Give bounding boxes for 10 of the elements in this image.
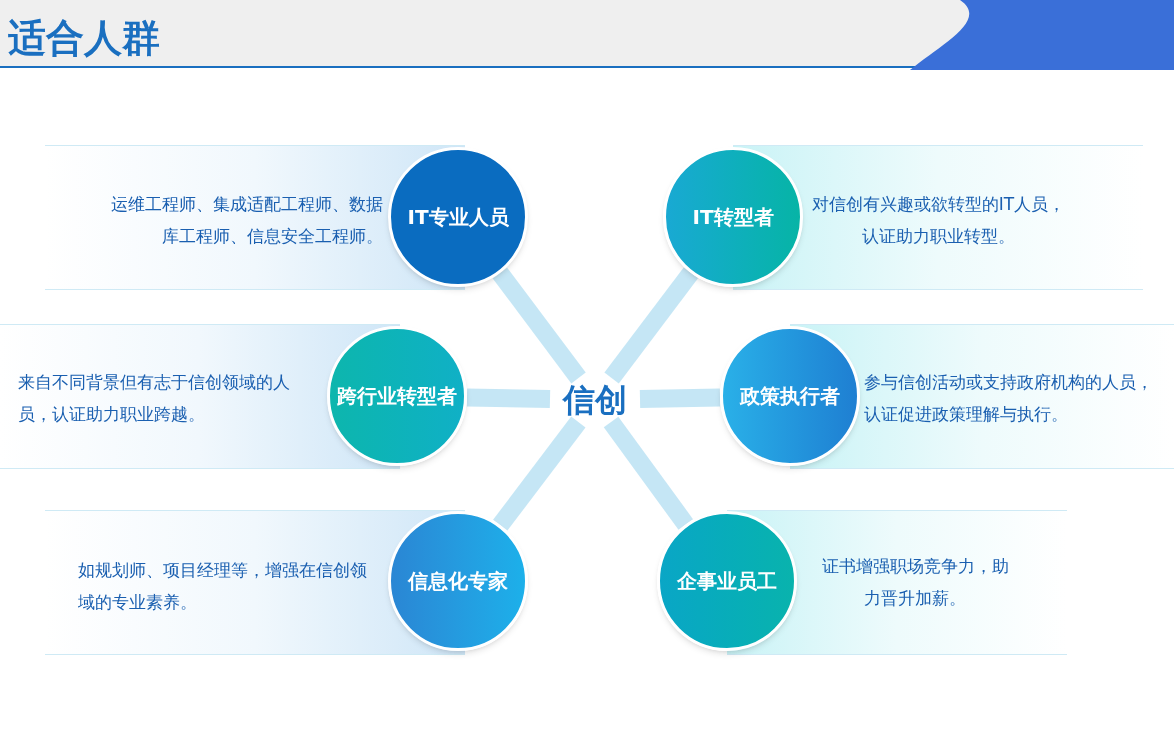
page-title: 适合人群 (8, 15, 160, 62)
center-label: 信创 (550, 378, 640, 422)
description-text: 参与信创活动或支持政府机构的人员，认证促进政策理解与执行。 (864, 371, 1154, 426)
description-text: 对信创有兴趣或欲转型的IT人员，认证助力职业转型。 (810, 193, 1067, 248)
light-beam-connector (604, 267, 699, 384)
light-beam-connector (492, 267, 586, 384)
description-text: 证书增强职场竞争力，助力晋升加薪。 (820, 555, 1010, 610)
description-text: 来自不同背景但有志于信创领域的人员，认证助力职业跨越。 (18, 371, 291, 426)
description-text: 如规划师、项目经理等，增强在信创领域的专业素养。 (78, 559, 368, 614)
description-text: 运维工程师、集成适配工程师、数据库工程师、信息安全工程师。 (110, 193, 383, 248)
